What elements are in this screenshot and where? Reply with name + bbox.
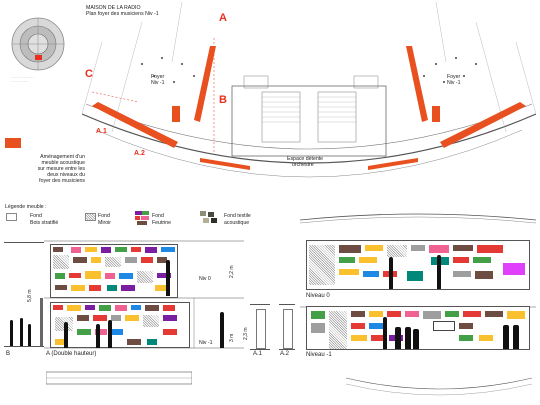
- plan-marker-a1: A.1: [96, 128, 107, 135]
- arc-section-mid: [300, 298, 536, 308]
- arc-section-top: [299, 208, 537, 224]
- person-figure: [96, 324, 100, 348]
- elevation-a1: [250, 304, 270, 350]
- foyer-right-line2: Niv -1: [447, 80, 461, 86]
- person-figure: [64, 322, 68, 348]
- elevation-a2-label: A.2: [280, 351, 290, 357]
- espace-line1: Espace détente: [287, 156, 324, 162]
- espace-line2: orchestre: [292, 162, 314, 168]
- legend-swatch-felt: [135, 211, 149, 225]
- dim-22: 2,2 m: [229, 265, 235, 278]
- elevation-a1-label: A.1: [253, 351, 263, 357]
- niv0-tag: Niv 0: [199, 276, 211, 282]
- arc-section-bottom-right: [345, 370, 533, 400]
- location-thumbnail: - - - - - - - - - - - - - - - - - - - - …: [3, 4, 73, 84]
- plan-title-line1: MAISON DE LA RADIO: [86, 5, 141, 11]
- person-figure: [108, 320, 112, 348]
- person-figure: [166, 260, 170, 296]
- elevation-niveau0: [306, 240, 530, 290]
- legend-title: Légende meuble :: [5, 204, 47, 210]
- legend-label: Fond: [30, 213, 42, 219]
- legend-label: Fond textile: [224, 213, 251, 219]
- legend-sub: Bois stratifié: [30, 220, 59, 226]
- floor-plan: [81, 1, 537, 200]
- elevation-a: [44, 240, 244, 350]
- legend-swatch-wood: [6, 213, 17, 221]
- legend-swatch-mirror: [85, 213, 96, 221]
- elevation-niveau-m1: [306, 306, 530, 350]
- plan-title-line2: Plan foyer des musiciens Niv -1: [86, 11, 159, 17]
- side-note-line: foyer des musiciens: [39, 178, 85, 184]
- plan-marker-b: B: [219, 94, 227, 106]
- legend-sub: Miroir: [98, 220, 111, 226]
- side-note-line: sur mesure entre les: [37, 166, 85, 172]
- dim-23: 2,3 m: [243, 327, 249, 340]
- side-note-line: Aménagement d'un: [40, 154, 85, 160]
- elevation-a2: [279, 304, 295, 350]
- foyer-left-line2: Niv -1: [151, 80, 165, 86]
- accent-swatch: [5, 138, 21, 148]
- side-note-line: meuble acoustique: [41, 160, 85, 166]
- legend-label: Fond: [152, 213, 164, 219]
- side-note-line: deux niveaux du: [47, 172, 85, 178]
- plan-marker-a: A: [219, 12, 227, 24]
- elevation-b-label: B: [6, 351, 11, 357]
- legend-label: Fond: [98, 213, 110, 219]
- person-figure: [220, 312, 224, 348]
- niveau-m1-label: Niveau -1: [306, 352, 332, 358]
- legend-sub: Feutrine: [152, 220, 172, 226]
- legend-swatch-textile: [200, 211, 220, 225]
- legend-sub: acoustique: [224, 220, 250, 226]
- plan-marker-a2: A.2: [134, 150, 145, 157]
- nivm1-tag: Niv -1: [199, 340, 213, 346]
- foyer-right-line1: Foyer: [447, 74, 461, 80]
- elevation-b: [4, 242, 44, 348]
- dim-3: 3 m: [229, 333, 235, 342]
- svg-text:- - - - - - - - - - - - -: - - - - - - - - - - - - -: [11, 75, 34, 79]
- plan-marker-c: C: [85, 68, 93, 80]
- dim-58: 5,8 m: [27, 289, 33, 302]
- niveau0-label: Niveau 0: [306, 293, 330, 299]
- side-note: Aménagement d'un meuble acoustique sur m…: [3, 154, 85, 184]
- arc-section-bottom-left: [45, 368, 193, 388]
- elevation-a-label: A (Double hauteur): [46, 351, 97, 357]
- foyer-left-line1: Foyer: [151, 74, 165, 80]
- svg-text:- - - - - - - - - -: - - - - - - - - - -: [11, 79, 29, 83]
